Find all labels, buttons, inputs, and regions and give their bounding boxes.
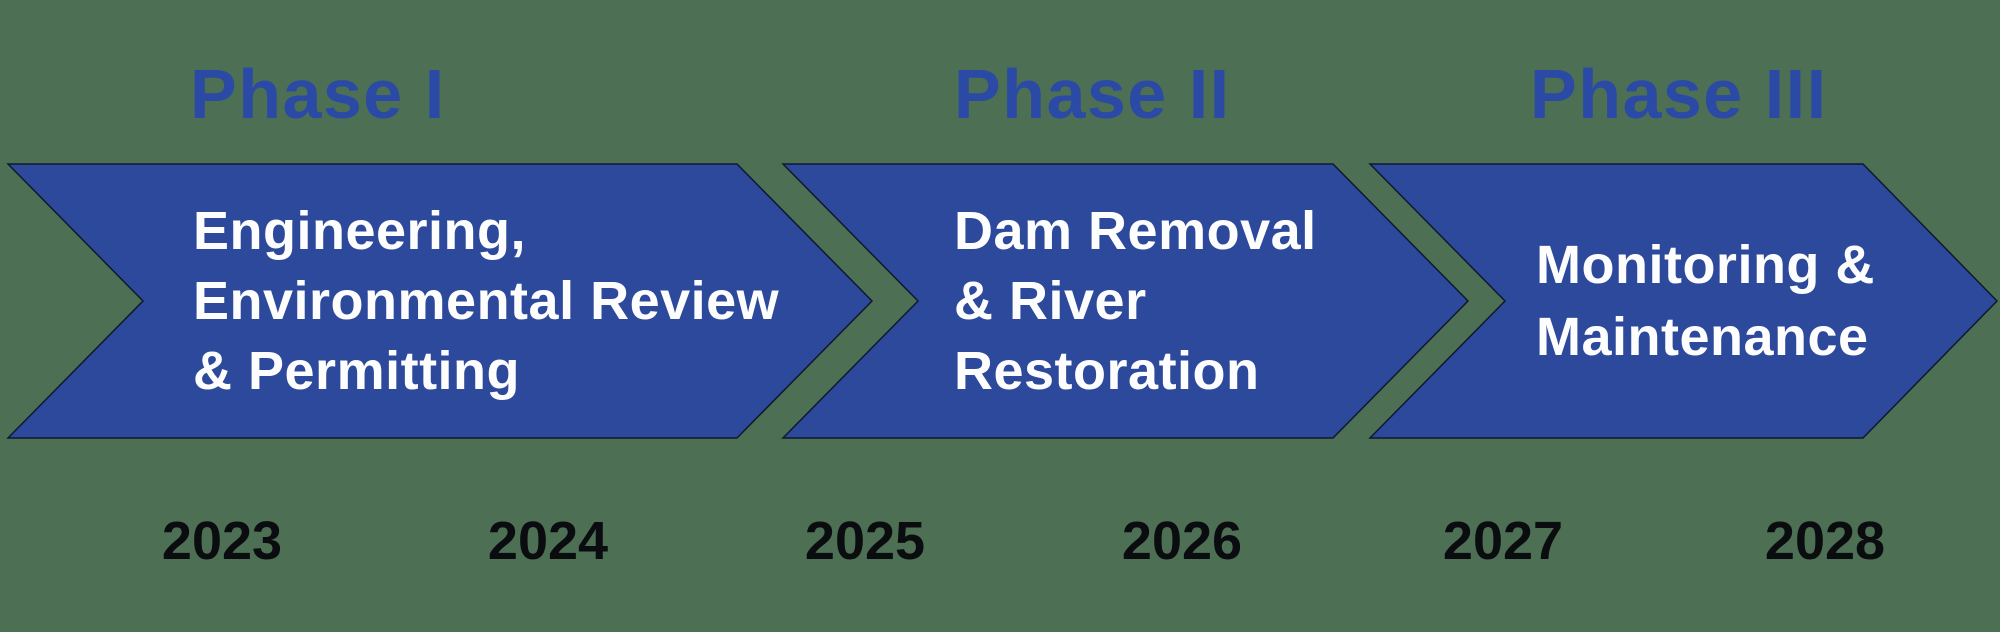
phase-1-title: Phase I [190,55,446,133]
phase-2-description-line-3: Restoration [954,341,1260,401]
phase-3-arrow [1368,163,1999,439]
phase-3-description-line-1: Monitoring & [1536,235,1875,295]
year-label-2025: 2025 [804,511,926,571]
phase-1-description-line-2: Environmental Review [193,271,780,331]
year-label-2026: 2026 [1121,511,1243,571]
year-label-2027: 2027 [1442,511,1564,571]
phase-3-title: Phase III [1530,55,1828,133]
phase-2-description: Dam Removal & River Restoration [954,164,1317,438]
phase-2-title: Phase II [954,55,1231,133]
phase-1-description-line-3: & Permitting [193,341,521,401]
year-label-2024: 2024 [487,511,609,571]
phase-3-description: Monitoring & Maintenance [1536,164,1875,438]
phase-1-description-line-1: Engineering, [193,201,527,261]
year-label-2028: 2028 [1764,511,1886,571]
phase-1-description: Engineering, Environmental Review & Perm… [193,164,779,438]
phase-3-description-line-2: Maintenance [1536,307,1869,367]
phase-1-arrow [6,163,874,439]
year-label-2023: 2023 [161,511,283,571]
phase-2-arrow [781,163,1470,439]
phase-2-description-line-2: & River [954,271,1147,331]
phase-2-description-line-1: Dam Removal [954,201,1317,261]
